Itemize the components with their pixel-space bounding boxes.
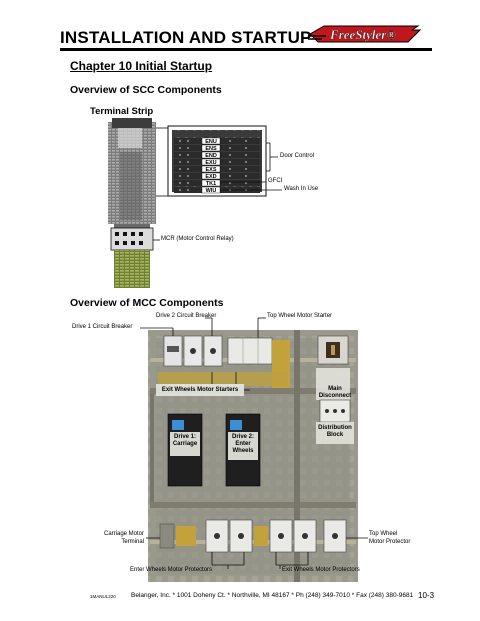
relay-terminal-dot [228,181,232,185]
relay-terminal-dot [178,160,182,164]
relay-label-tab [201,144,221,152]
terminal-strip-title: Terminal Strip [90,106,154,117]
relay-terminal-dot [244,146,248,150]
relay-enclosure [167,125,267,197]
page-number: 10-3 [418,591,435,600]
chapter-title: Chapter 10 Initial Startup [70,59,213,73]
relay-label-text: WIU [206,188,217,194]
enter-wheels-protectors-label: Enter Wheels Motor Protectors [130,567,213,573]
carriage-motor-terminal [159,523,175,549]
relay-terminal-dot [228,174,232,178]
svg-text:FreeStyler®: FreeStyler® [329,27,396,42]
relay-terminal-dot [186,153,190,157]
relay-terminal-dot [228,139,232,143]
relay-label-tab [201,137,221,145]
relay-label-tab [201,158,221,166]
main-disconnect-label: Main Disconnect [318,386,352,399]
door-control-label: Door Control [280,153,315,159]
relay-terminal-dot [244,139,248,143]
relay-terminal-dot [186,160,190,164]
drive1-label: Drive 1: Carriage [172,434,198,447]
exit-wheels-starters-label: Exit Wheels Motor Starters [161,387,239,393]
relay-label-text: EXS [205,167,216,173]
header-title: INSTALLATION AND STARTUP [60,28,312,47]
relay-terminal-dot [228,160,232,164]
top-wheel-starter [227,337,273,365]
top-wheel-protector-label: Top Wheel Motor Protector [369,531,411,545]
drive2-breaker-label: Drive 2 Circuit Breaker [156,313,217,319]
top-wheel-starter-label: Top Wheel Motor Starter [267,313,333,319]
relay-terminal-dot [178,188,182,192]
drive2-label: Drive 2: Enter Wheels [231,434,254,454]
relay-terminal-dot [178,181,182,185]
mcc-section-title: Overview of MCC Components [70,297,224,309]
relay-terminal-dot [228,153,232,157]
drive1-breaker-label: Drive 1 Circuit Breaker [72,324,133,330]
relay-terminal-dot [228,146,232,150]
scc-section-title: Overview of SCC Components [70,84,222,96]
exit-wheels-protectors-label: Exit Wheels Motor Protectors [282,567,360,573]
relay-terminal-dot [178,146,182,150]
relay-label-text: EXD [205,174,216,180]
relay-label-tab [201,179,221,187]
relay-label-tab [201,172,221,180]
relay-label-tab [201,151,221,159]
relay-terminal-dot [186,167,190,171]
relay-terminal-dot [178,174,182,178]
relay-terminal-dot [186,181,190,185]
footer-address: Belanger, Inc. * 1001 Doheny Ct. * North… [131,592,414,599]
relay-terminal-dot [186,146,190,150]
relay-terminal-dot [244,174,248,178]
mcr-label: MCR (Motor Control Relay) [161,236,234,242]
carriage-terminal-label: Carriage Motor Terminal [103,531,144,545]
relay-label-text: END [205,153,217,159]
relay-label-text: ENS [205,146,217,152]
relay-terminal-dot [186,174,190,178]
relay-label-text: TK1 [206,181,216,187]
relay-label-text: EXU [205,160,216,166]
distribution-block-label: Distribution Block [318,425,352,438]
freestyler-logo: FreeStyler® [308,25,422,43]
relay-terminal-dot [244,153,248,157]
gfci-label: GFCI [268,178,283,184]
green-terminal-block [114,250,150,288]
relay-label-tab [201,165,221,173]
relay-terminal-dot [178,167,182,171]
relay-terminal-dot [244,181,248,185]
relay-terminal-dot [186,139,190,143]
relay-terminal-dot [228,167,232,171]
relay-terminal-dot [178,153,182,157]
relay-terminal-dot [244,160,248,164]
wash-in-use-label: Wash In Use [284,186,319,192]
header-rule [60,48,432,51]
relay-terminal-dot [186,188,190,192]
relay-label-text: ENU [205,139,217,145]
relay-terminal-dot [178,139,182,143]
footer-code: 1MANUL220 [90,594,116,599]
relay-terminal-dot [244,167,248,171]
